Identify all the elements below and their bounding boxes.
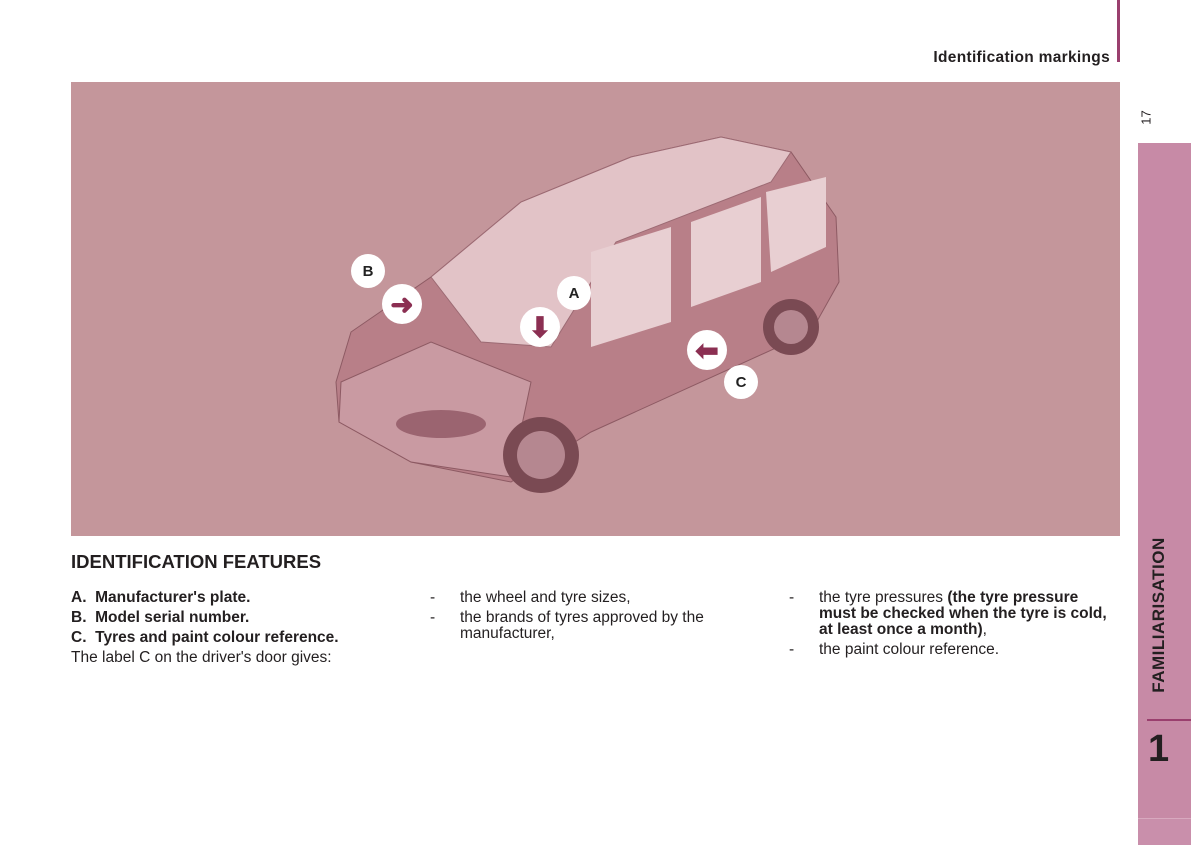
list-item: - the wheel and tyre sizes,: [430, 590, 740, 606]
arrow-down-icon: ⬇: [520, 307, 560, 347]
chapter-tab: [1138, 143, 1191, 845]
item-text: Tyres and paint colour reference.: [95, 629, 339, 646]
column-1: A. Manufacturer's plate. B. Model serial…: [71, 590, 411, 670]
item-letter: C.: [71, 629, 87, 646]
section-heading: IDENTIFICATION FEATURES: [71, 551, 322, 572]
item-a: A. Manufacturer's plate.: [71, 590, 411, 606]
list-text: the wheel and tyre sizes,: [460, 589, 631, 606]
item-text: Model serial number.: [95, 609, 250, 626]
page-header-title: Identification markings: [933, 49, 1110, 66]
dash: -: [430, 609, 436, 626]
label-a: A: [557, 276, 591, 310]
arrow-left-icon: ⬅: [687, 330, 727, 370]
list-text: ,: [982, 621, 987, 638]
chapter-tab-label: FAMILIARISATION: [1149, 537, 1168, 693]
list-text: the brands of tyres approved by the manu…: [460, 609, 704, 642]
car-illustration: B ➜ A ⬇ ⬅ C: [71, 82, 1120, 536]
page-number: 17: [1138, 110, 1154, 125]
chapter-number: 1: [1148, 728, 1170, 770]
intro-text: The label C on the driver's door gives:: [71, 649, 332, 666]
label-c: C: [724, 365, 758, 399]
column-3: - the tyre pressures (the tyre pressure m…: [789, 590, 1119, 662]
list-bold-text: (the tyre pressure must be checked when …: [819, 589, 1107, 638]
list-text: the tyre pressures: [819, 589, 948, 606]
header-rule: [1117, 0, 1120, 62]
arrow-right-icon: ➜: [382, 284, 422, 324]
list-item: - the paint colour reference.: [789, 642, 1119, 658]
car-drawing: [335, 136, 840, 493]
chapter-tab-label-wrap: FAMILIARISATION: [1139, 520, 1179, 710]
label-b: B: [351, 254, 385, 288]
tab-footer: [1138, 818, 1191, 845]
list-item: - the brands of tyres approved by the man…: [430, 610, 740, 642]
list-text: the paint colour reference.: [819, 641, 1000, 658]
list-item: - the tyre pressures (the tyre pressure m…: [789, 590, 1119, 638]
column-2: - the wheel and tyre sizes, - the brands o…: [430, 590, 740, 646]
dash: -: [430, 589, 436, 606]
tab-rule: [1147, 719, 1191, 721]
item-text: Manufacturer's plate.: [95, 589, 251, 606]
item-c: C. Tyres and paint colour reference.: [71, 630, 411, 646]
item-letter: A.: [71, 589, 87, 606]
item-letter: B.: [71, 609, 87, 626]
dash: -: [789, 641, 795, 658]
dash: -: [789, 589, 795, 606]
item-b: B. Model serial number.: [71, 610, 411, 626]
